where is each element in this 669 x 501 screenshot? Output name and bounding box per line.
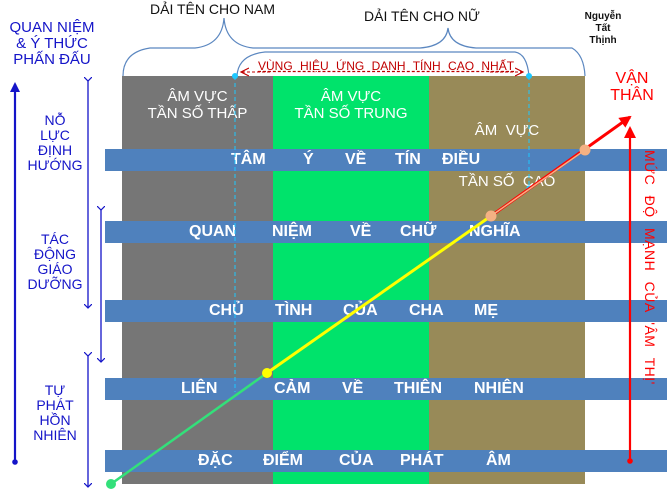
band-word: TÂM	[231, 151, 266, 168]
left-title-line: & Ý THỨC	[16, 35, 88, 52]
band-word: CHỮ	[400, 223, 437, 240]
band-word: Ý	[303, 151, 314, 168]
band-doctrine: TÂM Ý VỀ TÍN ĐIỀU	[105, 149, 667, 171]
column-high-frequency	[429, 76, 585, 484]
stage-line: ĐỘNG	[34, 246, 76, 262]
column-mid-label: ÂM VỰC TẦN SỐ TRUNG	[273, 88, 429, 122]
band-word: NHIÊN	[474, 380, 524, 397]
stage-line: NHIÊN	[33, 427, 77, 443]
band-word: NIỆM	[272, 223, 312, 240]
band-word: LIÊN	[181, 380, 218, 397]
stage-line: GIÁO	[37, 261, 73, 277]
yellow-point	[262, 368, 272, 378]
stage-line: LỰC	[40, 127, 70, 143]
author-name: Nguyễn Tất Thịnh	[573, 11, 633, 47]
band-word: VỀ	[350, 223, 372, 240]
band-word: ÂM	[486, 452, 511, 469]
band-word: CỦA	[339, 452, 374, 469]
peach-point-top	[579, 144, 591, 156]
diagonal-green-segment	[110, 371, 268, 486]
peach-point-mid	[485, 210, 497, 222]
column-low-label-line: TẦN SỐ THẤP	[147, 105, 248, 122]
band-word: TÌNH	[275, 302, 313, 319]
author-line: Tất	[595, 23, 611, 34]
stage-line: NỖ	[44, 112, 66, 128]
band-word: QUAN	[189, 223, 237, 240]
strength-axis-label: MỨC ĐỘ MẠNH CỦA 'ÂM THỊ'	[642, 150, 658, 385]
start-point	[106, 479, 116, 489]
band-word: VỀ	[342, 380, 364, 397]
band-pronunciation: ĐẶC ĐIỂM CỦA PHÁT ÂM	[105, 450, 667, 472]
zone-marker-top-right	[526, 73, 532, 79]
column-mid-label-line: ÂM VỰC	[320, 88, 382, 105]
band-word: MẸ	[474, 302, 498, 319]
stage-education: TÁC ĐỘNG GIÁO DƯỠNG	[22, 232, 88, 292]
zone-marker-top-left	[232, 73, 238, 79]
left-axis-origin	[12, 459, 18, 465]
left-title-line: QUAN NIỆM	[9, 19, 95, 36]
stage-line: PHÁT	[36, 397, 74, 413]
column-low-label-line: ÂM VỰC	[167, 88, 228, 105]
band-parents: CHỦ TÌNH CỦA CHA MẸ	[105, 300, 667, 322]
left-title-line: PHẤN ĐẤU	[13, 51, 91, 68]
band-word: CHA	[409, 302, 444, 319]
stage-line: HƯỚNG	[27, 157, 83, 173]
column-low-frequency	[122, 76, 273, 484]
stage-line: TỰ	[44, 382, 66, 398]
destiny-line: VẬN	[615, 70, 649, 87]
band-meaning: QUAN NIỆM VỀ CHỮ NGHĨA	[105, 221, 667, 243]
diagonal-yellow-segment	[266, 214, 492, 375]
band-word: THIÊN	[394, 380, 442, 397]
stage-line: DƯỠNG	[27, 276, 83, 292]
female-range-brace-line	[236, 51, 530, 77]
optimal-zone-label: VÙNG HIỆU ỨNG DANH TÍNH CAO NHẤT	[258, 59, 515, 73]
male-range-brace	[122, 17, 586, 77]
stage-spontaneous: TỰ PHÁT HỒN NHIÊN	[22, 383, 88, 443]
band-word: ĐIỂM	[263, 452, 303, 469]
male-range-label: DẢI TÊN CHO NAM	[150, 1, 275, 17]
right-axis-origin	[627, 458, 633, 464]
column-high-label-line: ÂM VỰC	[474, 122, 540, 139]
destiny-line: THÂN	[610, 87, 654, 104]
author-line: Thịnh	[589, 35, 617, 46]
band-word: NGHĨA	[469, 223, 521, 240]
band-nature: LIÊN CẢM VỀ THIÊN NHIÊN	[105, 378, 667, 400]
band-word: PHÁT	[400, 452, 444, 469]
band-word: TÍN	[395, 151, 421, 168]
diagonal-peach-overlay	[490, 149, 586, 217]
band-word: VỀ	[345, 151, 367, 168]
author-line: Nguyễn	[584, 11, 622, 22]
band-word: ĐIỀU	[442, 151, 481, 168]
stage-oriented-effort: NỖ LỰC ĐỊNH HƯỚNG	[22, 113, 88, 173]
destiny-label: VẬN THÂN	[602, 70, 662, 104]
band-word: CẢM	[274, 380, 311, 397]
stage-line: TÁC	[41, 231, 69, 247]
stage-line: HỒN	[39, 412, 71, 428]
column-mid-frequency	[273, 76, 429, 484]
left-axis-title: QUAN NIỆM & Ý THỨC PHẤN ĐẤU	[2, 20, 102, 68]
column-mid-label-line: TẦN SỐ TRUNG	[294, 105, 408, 122]
column-low-label: ÂM VỰC TẦN SỐ THẤP	[122, 88, 273, 122]
female-range-label: DẢI TÊN CHO NỮ	[364, 8, 480, 24]
stage-line: ĐỊNH	[37, 142, 73, 158]
band-word: ĐẶC	[198, 452, 233, 469]
